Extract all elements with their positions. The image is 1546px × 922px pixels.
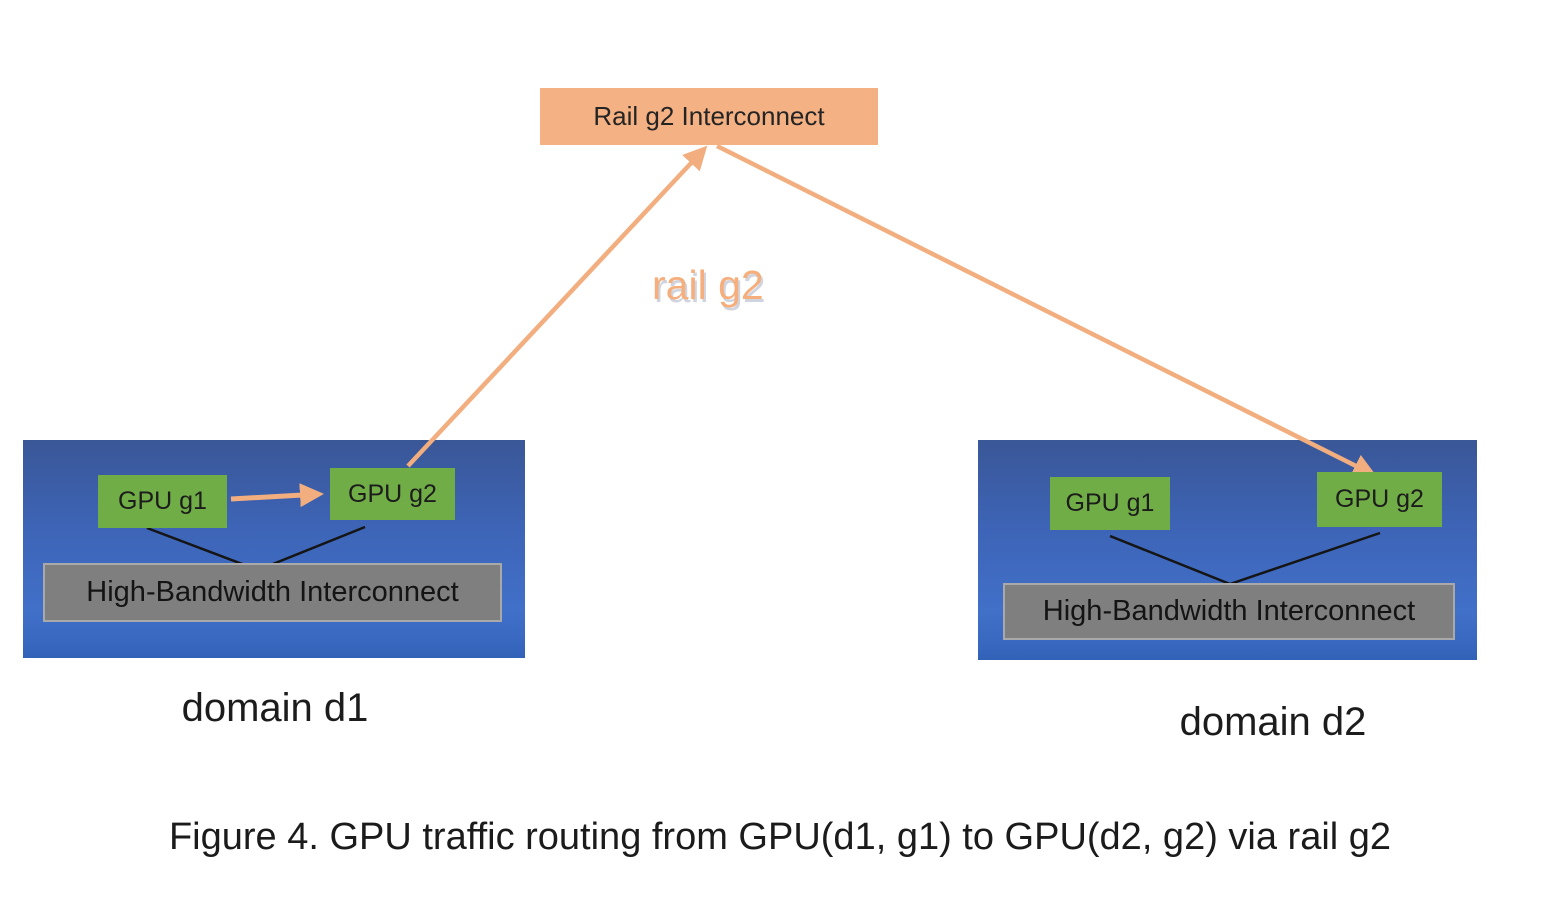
gpu-d2-g2-label: GPU g2 (1335, 485, 1424, 513)
gpu-d2-g1-box: GPU g1 (1050, 477, 1170, 530)
interconnect-d2-label: High-Bandwidth Interconnect (1042, 595, 1416, 627)
interconnect-d1-box: High-Bandwidth Interconnect (43, 563, 502, 622)
domain-d2-label: domain d2 (1179, 700, 1367, 744)
arrow-d1-g2-to-rail (406, 145, 708, 468)
gpu-d1-g1-box: GPU g1 (98, 475, 227, 528)
rail-g2-interconnect-box: Rail g2 Interconnect (540, 88, 878, 145)
gpu-d1-g1-label: GPU g1 (118, 487, 207, 515)
rail-g2-interconnect-label: Rail g2 Interconnect (593, 101, 825, 131)
domain-d1-label: domain d1 (181, 686, 369, 730)
interconnect-d1-label: High-Bandwidth Interconnect (86, 576, 459, 608)
interconnect-d2-box: High-Bandwidth Interconnect (1003, 583, 1455, 640)
arrow-rail-to-d2-g2 (715, 143, 1377, 477)
figure-caption: Figure 4. GPU traffic routing from GPU(d… (168, 816, 1392, 858)
gpu-d1-g2-box: GPU g2 (330, 468, 455, 520)
gpu-d1-g2-label: GPU g2 (348, 479, 437, 508)
gpu-d2-g1-label: GPU g1 (1065, 489, 1155, 517)
rail-g2-edge-label: rail g2 (652, 262, 764, 308)
gpu-d2-g2-box: GPU g2 (1317, 472, 1442, 527)
